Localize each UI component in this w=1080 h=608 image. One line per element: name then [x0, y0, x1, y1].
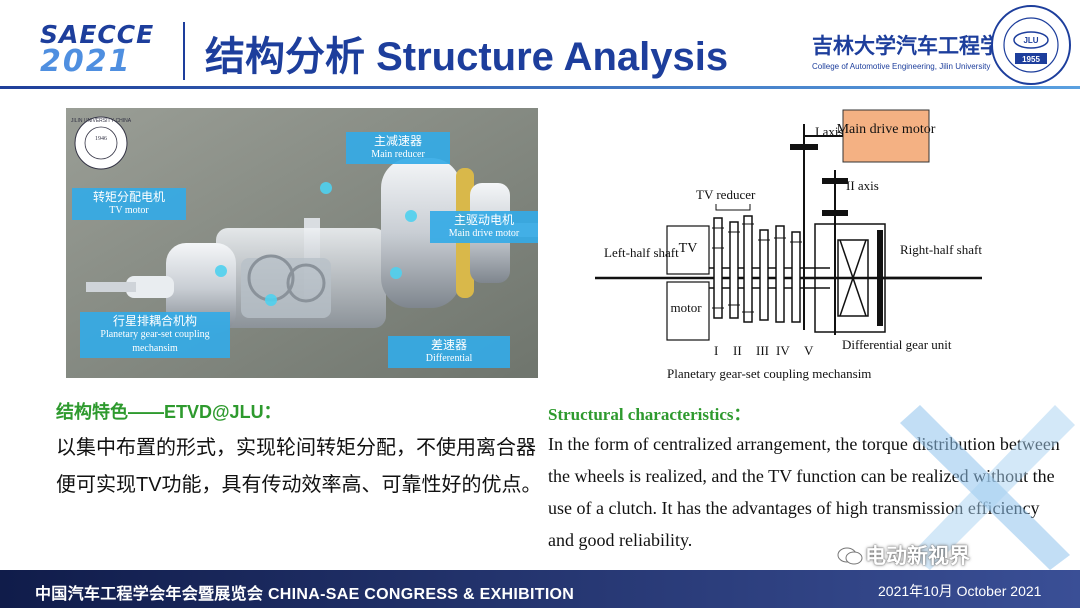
watermark-text: 电动新视界 [865, 545, 970, 568]
footer: 中国汽车工程学会年会暨展览会 CHINA-SAE CONGRESS & EXHI… [0, 570, 1080, 608]
callout-cn: 主减速器 [373, 134, 422, 148]
callout-cn: 主驱动电机 [453, 213, 514, 227]
callout-en: Main drive motor [448, 228, 520, 239]
callout-planetary-gear: 行星排耦合机构 Planetary gear-set coupling mech… [80, 312, 230, 358]
logo-line1: SAECCE [40, 20, 155, 49]
roman-3: III [756, 343, 769, 358]
roman-2: II [733, 343, 742, 358]
college-seal-icon: JLU 1955 [991, 5, 1071, 85]
left-half-label: Left-half shaft [604, 245, 679, 260]
callout-main-reducer: 主减速器 Main reducer [346, 132, 450, 164]
header-divider [183, 22, 185, 80]
callout-en: Planetary gear-set coupling mechansim [100, 329, 210, 354]
tv-box-label: TV [679, 241, 698, 256]
heading-cn: 结构特色——ETVD@JLU： [56, 402, 282, 422]
logo-line2: 2021 [40, 44, 132, 79]
footer-date: 2021年10月 October 2021 [878, 583, 1042, 599]
heading-en: Structural characteristics： [548, 405, 751, 424]
callout-cn: 转矩分配电机 [92, 190, 165, 204]
university-name-en: College of Automotive Engineering, Jilin… [812, 62, 991, 71]
drivetrain-schematic: Main drive motor I axis II axis TV reduc… [595, 109, 982, 381]
motor-box-label: motor [670, 300, 702, 315]
callout-differential: 差速器 Differential [388, 336, 510, 368]
callout-cn: 行星排耦合机构 [112, 314, 197, 328]
decorative-x-graphic [900, 405, 1075, 570]
roman-5: V [804, 343, 814, 358]
university-name-cn: 吉林大学汽车工程学院 [812, 33, 1022, 58]
stamp-text: JILIN UNIVERSITY·CHINA [71, 118, 132, 124]
differential-unit-label: Differential gear unit [842, 337, 952, 352]
page-title: 结构分析 Structure Analysis [205, 35, 729, 79]
body-cn: 以集中布置的形式，实现轮间转矩分配，不使用离合器便可实现TV功能，具有传动效率高… [56, 437, 542, 496]
footer-title: 中国汽车工程学会年会暨展览会 CHINA-SAE CONGRESS & EXHI… [35, 586, 575, 603]
planetary-gear-stacks [713, 215, 801, 323]
seal-year: 1955 [1022, 55, 1040, 64]
tv-reducer-label: TV reducer [696, 187, 756, 202]
roman-1: I [714, 343, 718, 358]
right-half-label: Right-half shaft [900, 242, 982, 257]
roman-4: IV [776, 343, 790, 358]
stamp-year: 1946 [95, 136, 107, 142]
ii-axis-label: II axis [846, 178, 879, 193]
university-logo: 吉林大学汽车工程学院 College of Automotive Enginee… [812, 30, 1022, 71]
saecce-logo: SAECCE 2021 [40, 22, 175, 82]
main-motor-label: Main drive motor [837, 122, 936, 137]
callout-en: TV motor [109, 205, 149, 216]
wechat-icon [837, 547, 863, 565]
gear-ticks [712, 223, 802, 313]
seal-center-text: JLU [1023, 36, 1038, 45]
header-rule [0, 86, 1080, 89]
etvd-rendering: 1946 JILIN UNIVERSITY·CHINA 主减速器 Main re… [66, 108, 538, 378]
callout-en: Differential [425, 353, 473, 364]
header: SAECCE 2021 结构分析 Structure Analysis 吉林大学… [0, 0, 1080, 88]
callout-en: Main reducer [371, 149, 425, 160]
callout-main-drive-motor: 主驱动电机 Main drive motor [430, 211, 538, 243]
callout-tv-motor: 转矩分配电机 TV motor [72, 188, 186, 220]
diagram-caption: Planetary gear-set coupling mechansim [667, 366, 871, 381]
callout-cn: 差速器 [430, 338, 467, 352]
